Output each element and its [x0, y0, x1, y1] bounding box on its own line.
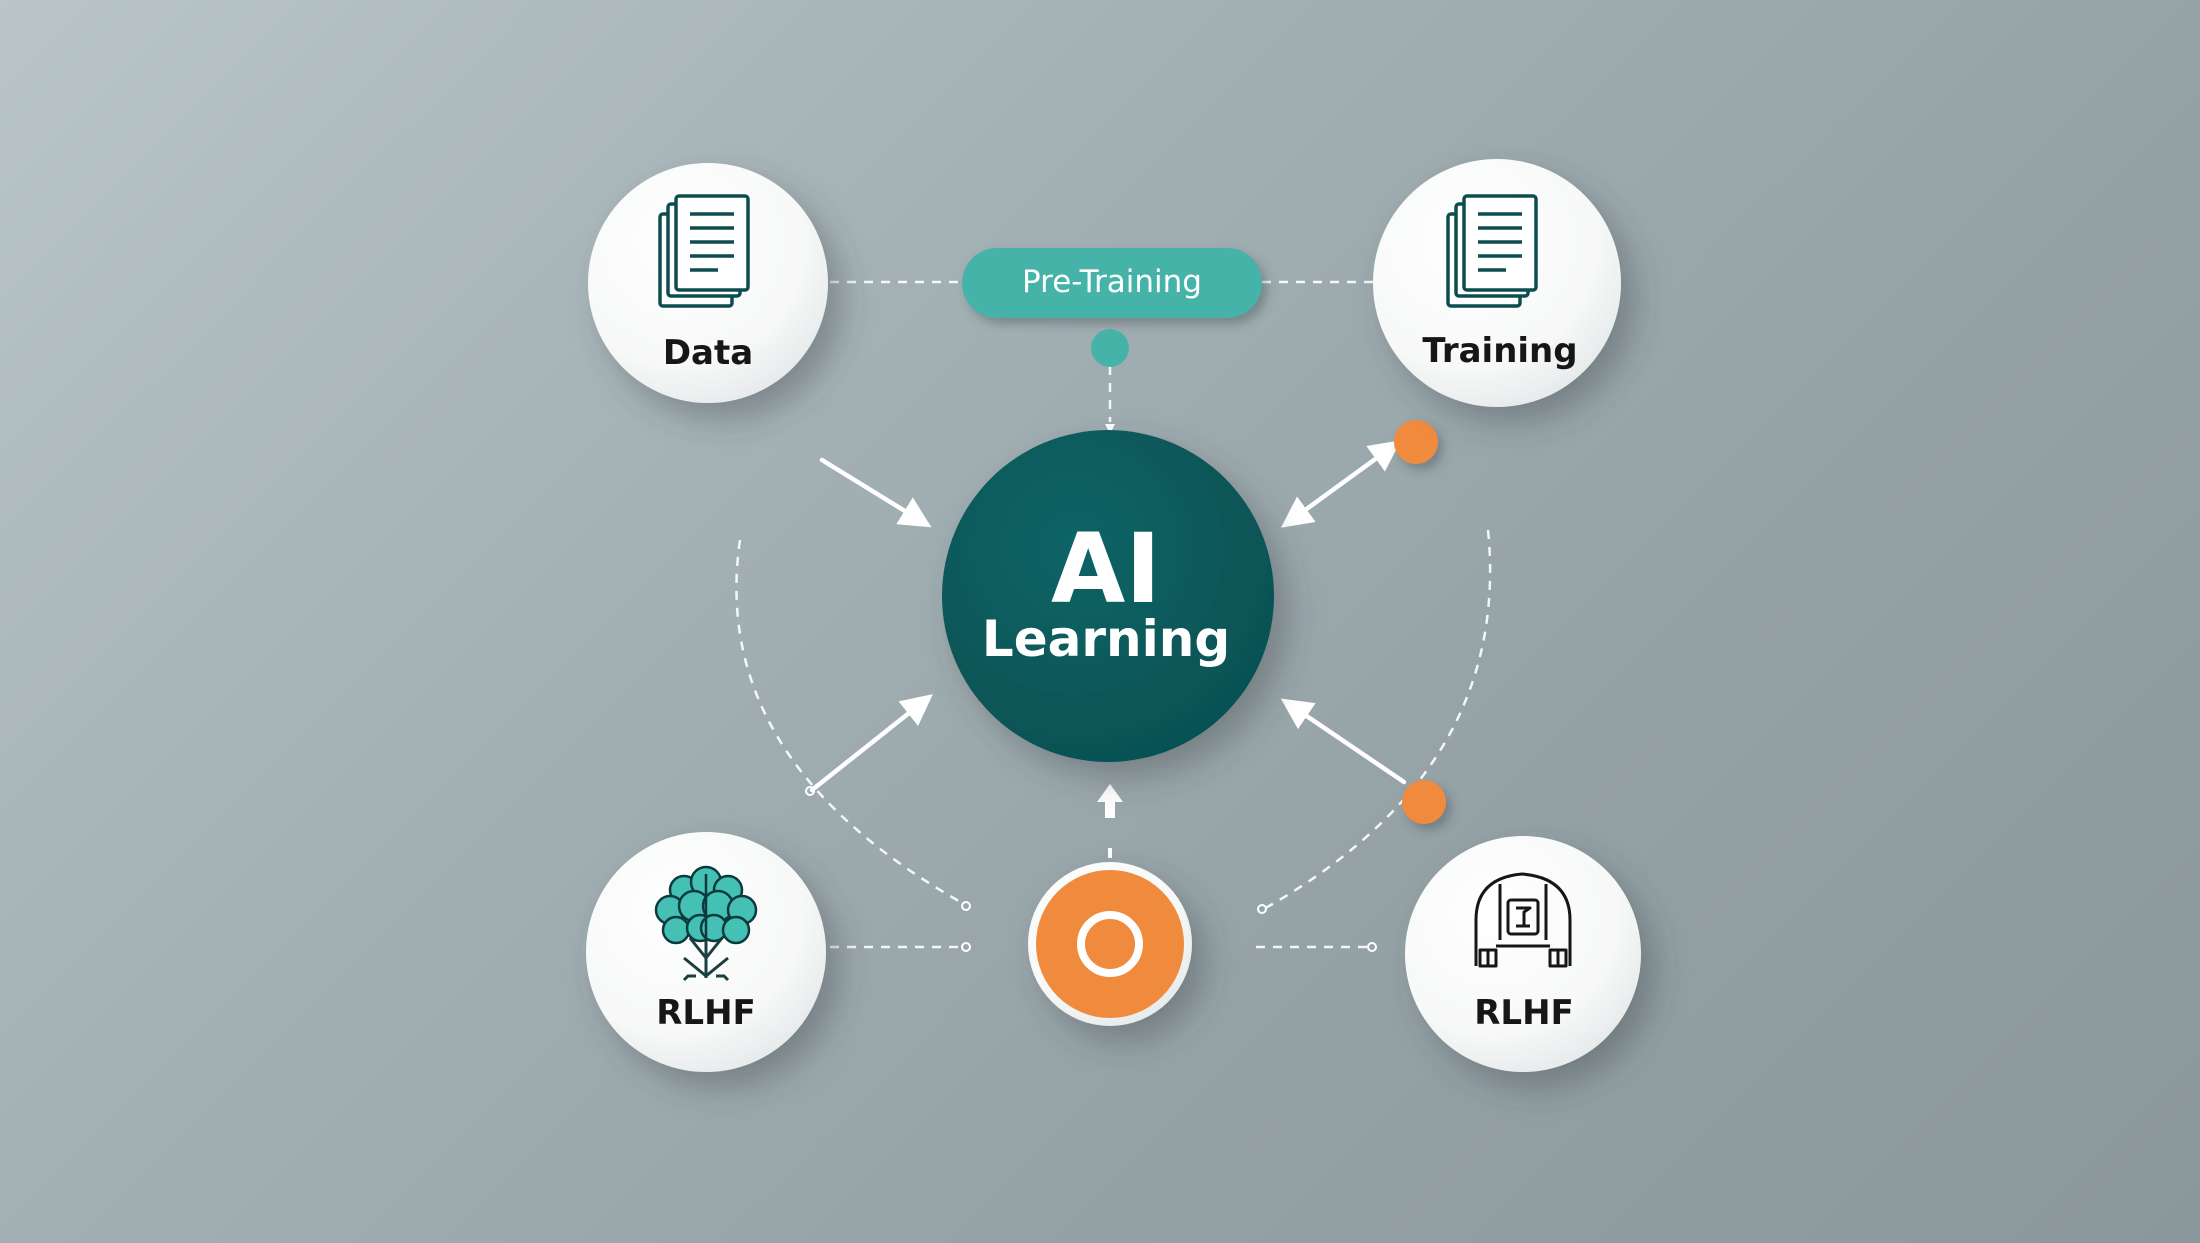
- pre-training-label: Pre-Training: [1022, 264, 1202, 300]
- rlhf-right-label: RLHF: [1474, 993, 1574, 1033]
- pre-training-dot: [1091, 329, 1129, 367]
- document-stack-icon: [1446, 194, 1538, 308]
- rlhf-right-node: RLHF: [1405, 836, 1641, 1072]
- brain-tree-icon: [654, 865, 758, 982]
- training-label: Training: [1422, 331, 1577, 371]
- center-subtitle: Learning: [982, 610, 1230, 668]
- right-arc-connector: [1261, 529, 1492, 912]
- training-node: Training: [1373, 159, 1621, 407]
- left-arc-connector: [735, 539, 965, 906]
- rlhf-left-label: RLHF: [656, 993, 756, 1033]
- data-node: Data: [588, 163, 828, 403]
- center-node: AI Learning: [942, 430, 1274, 762]
- center-title: AI: [1051, 513, 1161, 625]
- dashed-connectors: [735, 280, 1492, 949]
- data-label: Data: [663, 333, 753, 373]
- pill-arrow-head: [1105, 424, 1115, 434]
- arc-endpoint-left: [961, 901, 971, 911]
- orange-dot-bottom-right: [1402, 780, 1446, 824]
- rlhf-left-node: RLHF: [586, 832, 826, 1072]
- arc-endpoint-right: [1257, 904, 1267, 914]
- arrow-target-to-center: [1097, 784, 1123, 858]
- connector-endpoint-right: [1367, 942, 1377, 952]
- arrow-center-to-training: [1280, 440, 1402, 528]
- target-ring-icon: [1036, 870, 1184, 1018]
- document-stack-icon: [658, 194, 750, 308]
- arrow-rlhf-right-to-center: [1280, 698, 1407, 785]
- target-node: [1028, 862, 1192, 1026]
- pre-training-pill: Pre-Training: [962, 248, 1262, 318]
- arrow-rlhf-left-to-center: [809, 694, 933, 793]
- arrows: [809, 440, 1407, 793]
- connector-endpoint-left: [961, 942, 971, 952]
- arrow-data-to-center: [819, 457, 932, 528]
- orange-dot-top-right: [1394, 420, 1438, 464]
- robot-helmet-icon: [1474, 872, 1572, 968]
